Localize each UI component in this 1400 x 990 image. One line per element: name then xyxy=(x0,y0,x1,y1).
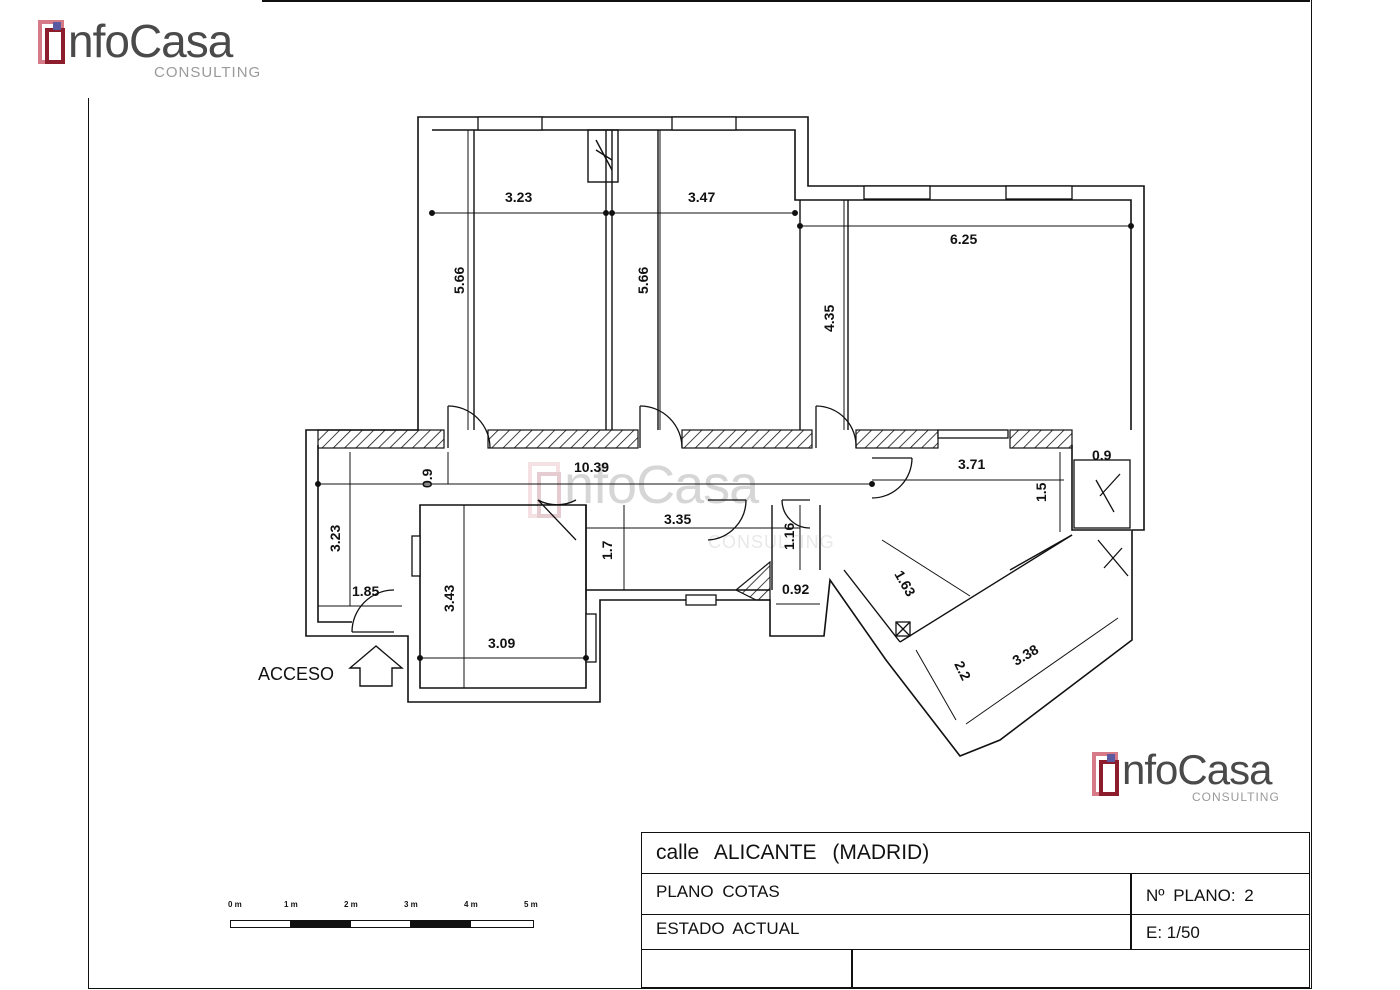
scale-segment xyxy=(350,920,412,928)
scale-segment xyxy=(230,920,292,928)
watermark-sub: CONSULTING xyxy=(708,532,835,552)
dim-hall-length: 10.39 xyxy=(574,459,609,475)
logo-dot-icon xyxy=(53,22,61,30)
logo-inner-frame-icon xyxy=(45,28,65,64)
dim-diag-c: 2.2 xyxy=(951,658,974,683)
dimension-lines xyxy=(315,130,1134,725)
hatched-walls xyxy=(317,429,1073,601)
dim-room1-depth: 5.66 xyxy=(451,267,467,294)
logo-name: nfoCasa xyxy=(68,15,233,67)
dim-kitchen-depth: 1.7 xyxy=(599,540,615,560)
dim-entry-depth: 3.23 xyxy=(327,525,343,552)
dim-entry-width: 1.85 xyxy=(352,583,379,599)
title-row-state: ESTADO ACTUAL E: 1/50 xyxy=(642,915,1309,950)
scale-label-3: 3 m xyxy=(404,900,418,909)
title-divider-bottom xyxy=(851,950,853,989)
logo-dot-icon xyxy=(1107,754,1115,762)
sheet-frame xyxy=(88,0,1312,989)
dim-room1-width: 3.23 xyxy=(505,189,532,205)
logo-sub: CONSULTING xyxy=(1192,790,1280,804)
address-text: calle ALICANTE (MADRID) xyxy=(656,841,930,864)
scale-segment xyxy=(290,920,352,928)
scale-bar: 0 m 1 m 2 m 3 m 4 m 5 m xyxy=(228,900,538,940)
title-row-plan: PLANO COTAS Nº PLANO: 2 xyxy=(642,874,1309,915)
dim-hall-width: 0.9 xyxy=(419,468,435,488)
windows xyxy=(411,116,1073,663)
watermark-name: nfoCasa xyxy=(564,455,759,515)
doors xyxy=(351,405,1131,637)
scale-label-0: 0 m xyxy=(228,900,242,909)
scale-label-5: 5 m xyxy=(524,900,538,909)
title-divider xyxy=(1130,874,1132,950)
partitions xyxy=(473,129,1073,643)
dim-bed4-width: 3.09 xyxy=(488,635,515,651)
scale-label-1: 1 m xyxy=(284,900,298,909)
dim-room2-width: 3.47 xyxy=(688,189,715,205)
plan-number-text: Nº PLANO: 2 xyxy=(1146,886,1254,905)
logo-inner-frame-icon xyxy=(1099,760,1119,796)
dimension-labels: 3.23 3.47 6.25 5.66 5.66 4.35 10.39 0.9 … xyxy=(327,189,1112,683)
dim-living-length: 3.71 xyxy=(958,456,985,472)
title-block: calle ALICANTE (MADRID) PLANO COTAS Nº P… xyxy=(641,832,1310,989)
scale-label-2: 2 m xyxy=(344,900,358,909)
plan-type-text: PLANO COTAS xyxy=(656,882,780,901)
logo-backdrop xyxy=(0,0,262,98)
dim-living-depth: 1.5 xyxy=(1033,482,1049,502)
watermark-frame-icon xyxy=(528,462,560,518)
dim-room3-depth: 4.35 xyxy=(821,305,837,332)
dim-bed4-depth: 3.43 xyxy=(441,585,457,612)
title-row-address: calle ALICANTE (MADRID) xyxy=(642,833,1309,874)
dim-diag-b: 3.38 xyxy=(1010,641,1042,669)
scale-segment xyxy=(410,920,472,928)
dim-room2-depth: 5.66 xyxy=(635,267,651,294)
logo-name: nfoCasa xyxy=(1122,746,1272,793)
dim-diag-a: 1.63 xyxy=(891,568,919,600)
watermark-inner-frame-icon xyxy=(537,472,561,518)
dim-terrace-width: 0.9 xyxy=(1092,447,1112,463)
dim-bath-depth: 1.16 xyxy=(781,523,797,550)
dim-room3-width: 6.25 xyxy=(950,231,977,247)
scale-segment xyxy=(470,920,534,928)
scale-label-4: 4 m xyxy=(464,900,478,909)
logo-sub: CONSULTING xyxy=(154,64,262,81)
sheet-top-border xyxy=(260,0,1310,2)
access-arrow-icon xyxy=(348,645,404,687)
dim-bath-width: 0.92 xyxy=(782,581,809,597)
state-text: ESTADO ACTUAL xyxy=(656,919,800,938)
access-label: ACCESO xyxy=(258,664,335,684)
dim-kitchen-width: 3.35 xyxy=(664,511,691,527)
scale-text: E: 1/50 xyxy=(1146,923,1200,942)
